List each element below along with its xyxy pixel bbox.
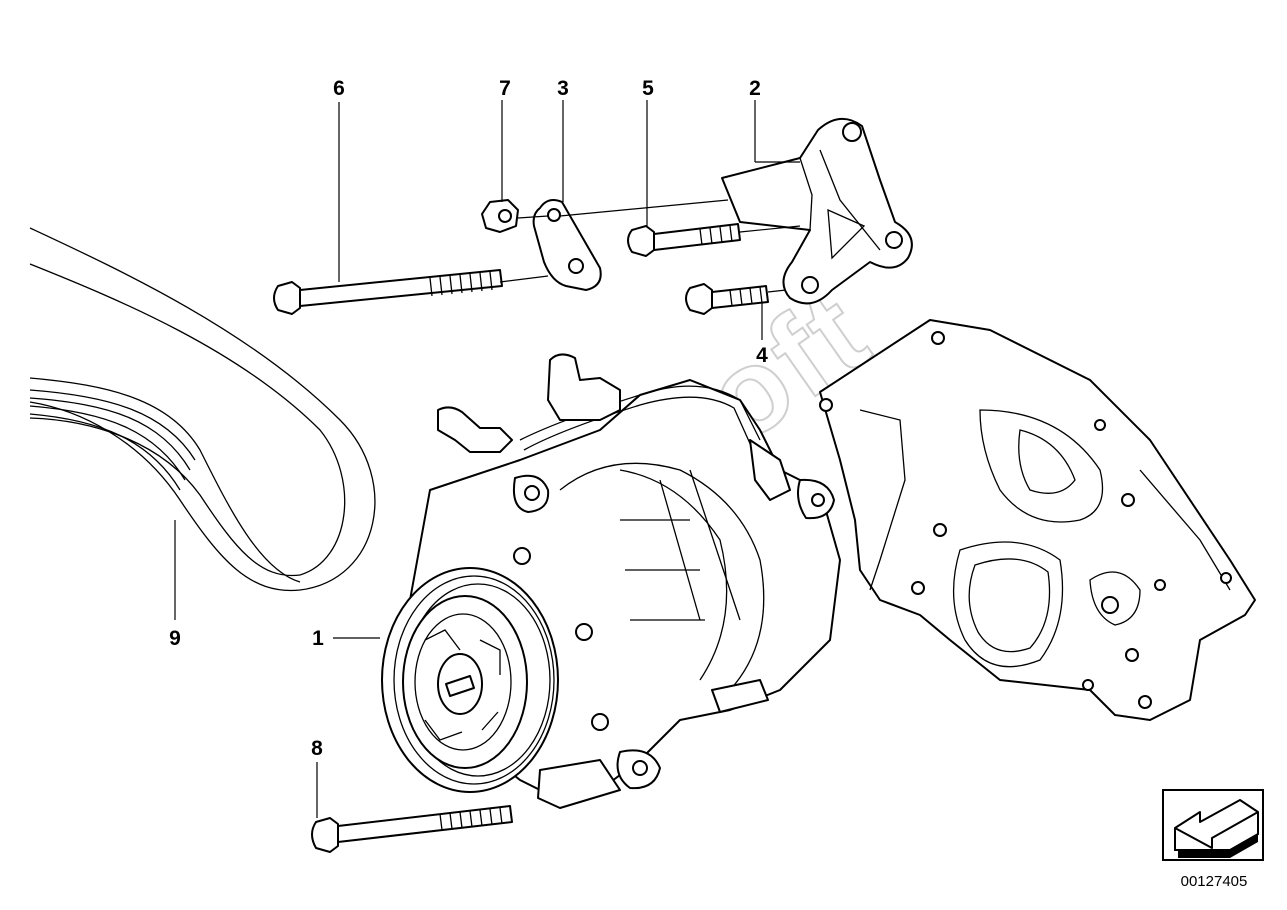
part-9-drive-belt bbox=[29, 227, 376, 592]
reference-number: 00127405 bbox=[1181, 873, 1248, 890]
callout-1: 1 bbox=[312, 627, 324, 650]
part-3-link-plate bbox=[532, 199, 602, 291]
callout-4: 4 bbox=[756, 344, 768, 367]
callout-8: 8 bbox=[311, 737, 323, 760]
part-5-bolt bbox=[627, 223, 741, 257]
callout-3: 3 bbox=[557, 77, 569, 100]
callout-5: 5 bbox=[642, 77, 654, 100]
callout-7: 7 bbox=[499, 77, 511, 100]
callouts: 6 7 3 5 2 4 9 1 8 bbox=[169, 77, 768, 760]
leader-lines bbox=[174, 100, 801, 818]
part-6-long-bolt bbox=[273, 269, 503, 315]
callout-9: 9 bbox=[169, 627, 181, 650]
callout-2: 2 bbox=[749, 77, 761, 100]
part-2-bracket bbox=[721, 118, 913, 305]
part-7-nut bbox=[481, 199, 519, 233]
part-4-bolt bbox=[685, 283, 769, 315]
part-1-ac-compressor bbox=[381, 353, 841, 809]
part-8-bolt bbox=[311, 805, 513, 853]
callout-6: 6 bbox=[333, 77, 345, 100]
engine-timing-cover bbox=[819, 319, 1256, 721]
arrow-down-left-icon bbox=[1174, 799, 1259, 858]
orientation-arrow-box bbox=[1162, 789, 1264, 861]
